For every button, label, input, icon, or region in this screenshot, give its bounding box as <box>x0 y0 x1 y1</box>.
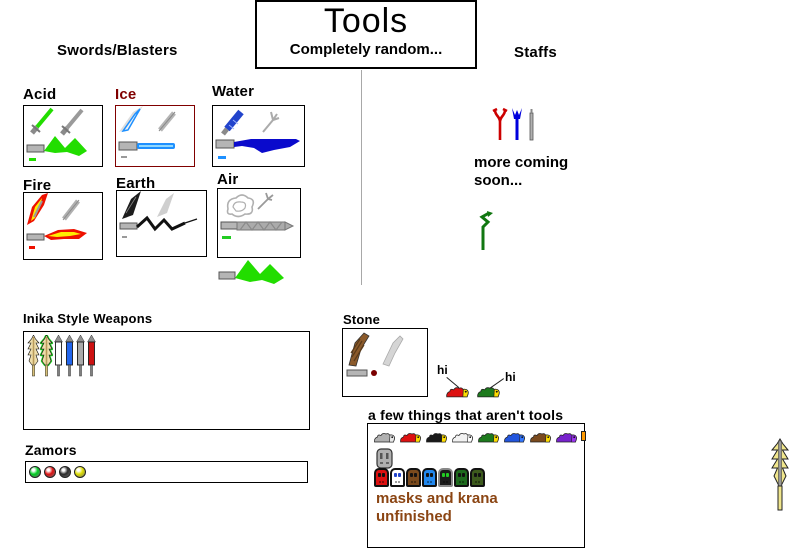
stone-heading: Stone <box>343 312 381 327</box>
air-overflow-sword-sprite <box>218 260 284 284</box>
green-staff-icon <box>479 211 493 250</box>
air-box <box>217 188 301 258</box>
zamor-spheres <box>26 462 307 483</box>
title-box: Tools Completely random... <box>255 0 477 69</box>
krana-sprite <box>556 433 577 443</box>
inika-sword-sprite <box>54 335 63 377</box>
water-weapons-sprite <box>215 109 300 159</box>
earth-weapons-sprite <box>119 191 198 238</box>
hi-creature-left <box>445 385 471 404</box>
inika-sword-sprite <box>27 335 40 377</box>
krana-row <box>373 431 579 444</box>
air-label: Air <box>217 171 239 188</box>
acid-weapons-sprite <box>26 107 87 161</box>
mask-sprite <box>374 468 389 487</box>
krana-sprite <box>446 387 469 398</box>
krana-sprite <box>452 433 473 443</box>
earth-label: Earth <box>116 175 156 192</box>
hi-label-left: hi <box>437 363 448 377</box>
swords-blasters-heading: Swords/Blasters <box>57 42 178 59</box>
fire-box <box>23 192 103 260</box>
red-staff-icon <box>492 107 508 140</box>
mask-sprite <box>438 468 453 487</box>
ice-weapons-sprite <box>118 106 176 158</box>
mask-sprite <box>454 468 469 487</box>
inika-box <box>23 331 310 430</box>
partial-krana-sprite <box>581 431 586 441</box>
right-edge-sword-icon <box>770 438 790 511</box>
air-weapons-sprite <box>220 192 295 239</box>
not-tools-box: masks and krana unfinished <box>367 423 586 548</box>
zamors-box <box>25 461 308 483</box>
inika-heading: Inika Style Weapons <box>23 311 153 326</box>
krana-sprite <box>477 387 500 398</box>
earth-box <box>116 190 207 257</box>
mask-sprite <box>390 468 405 487</box>
zamor-sphere <box>59 466 71 478</box>
mask-sprite <box>470 468 485 487</box>
acid-label: Acid <box>23 86 57 103</box>
krana-sprite <box>478 433 499 443</box>
fire-weapons-sprite <box>26 193 87 249</box>
krana-sprite <box>374 433 395 443</box>
acid-box <box>23 105 103 167</box>
staffs-heading: Staffs <box>514 44 557 61</box>
krana-sprite <box>530 433 551 443</box>
not-tools-heading: a few things that aren't tools <box>368 407 564 423</box>
mask-sprite <box>422 468 437 487</box>
krana-sprite <box>426 433 447 443</box>
water-label: Water <box>212 83 255 100</box>
stone-box <box>342 328 428 397</box>
stone-weapons-sprite <box>346 332 404 377</box>
masks-caption-line1: masks and krana <box>376 490 498 507</box>
mask-row <box>374 468 486 487</box>
krana-sprite <box>504 433 525 443</box>
inika-sword-sprite <box>76 335 85 377</box>
ice-box <box>115 105 195 167</box>
more-coming-note: more coming soon... <box>474 154 569 189</box>
zamor-sphere <box>74 466 86 478</box>
staffs-sprite <box>492 107 534 141</box>
divider-line <box>361 70 362 285</box>
gray-staff-icon <box>529 112 534 141</box>
masks-caption-line2: unfinished <box>376 508 452 525</box>
inika-swords <box>24 332 309 377</box>
ice-label: Ice <box>115 86 137 103</box>
water-box <box>212 105 305 167</box>
hi-label-right: hi <box>505 370 516 384</box>
inika-sword-sprite <box>40 335 53 377</box>
hi-creature-right <box>476 385 502 404</box>
page-title: Tools <box>323 2 409 40</box>
inika-sword-sprite <box>65 335 74 377</box>
fire-label: Fire <box>23 177 52 194</box>
gray-mask-icon <box>376 448 393 469</box>
zamor-sphere <box>29 466 41 478</box>
inika-sword-sprite <box>87 335 96 377</box>
krana-sprite <box>400 433 421 443</box>
zamors-heading: Zamors <box>25 442 77 458</box>
zamor-sphere <box>44 466 56 478</box>
mask-sprite <box>406 468 421 487</box>
page-subtitle: Completely random... <box>289 41 443 58</box>
